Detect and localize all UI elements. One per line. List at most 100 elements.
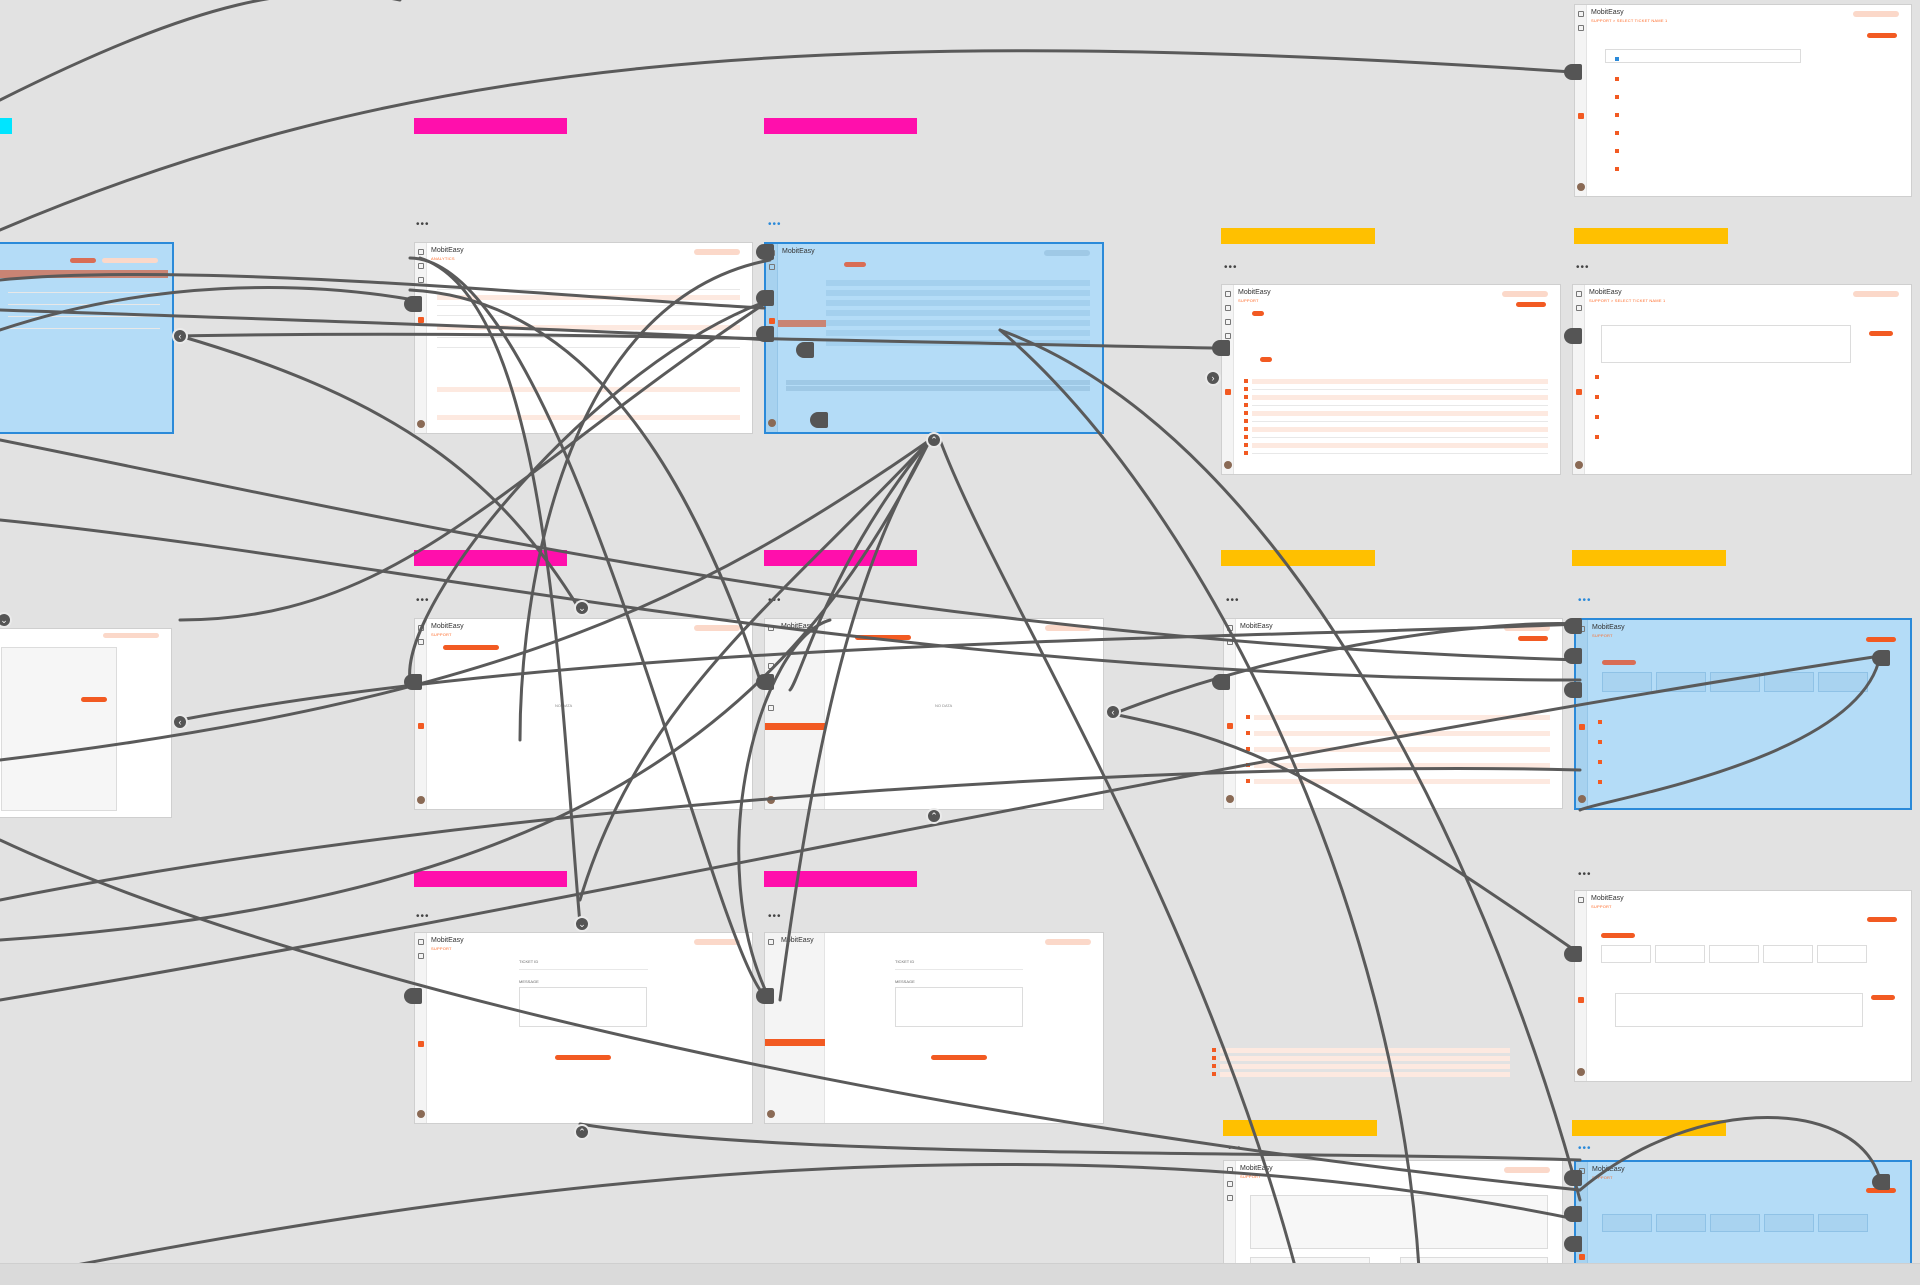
section-label-yellow-1[interactable]	[1221, 228, 1375, 244]
chevron-up-icon[interactable]: ⌃	[926, 808, 942, 824]
artboard-options-icon[interactable]: •••	[1578, 595, 1592, 606]
support-icon[interactable]	[1225, 389, 1231, 395]
artboard-ticket-messages[interactable]: MobitEasy SUPPORT > SELECT TICKET NAME 1	[1574, 4, 1912, 197]
connection-pin[interactable]	[1872, 650, 1890, 666]
connection-pin[interactable]	[756, 674, 774, 690]
avatar[interactable]	[1575, 461, 1583, 469]
chevron-left-icon[interactable]: ‹	[1105, 704, 1121, 720]
connection-pin[interactable]	[404, 988, 422, 1004]
artboard-analytics[interactable]: MobitEasy ANALYTICS	[414, 242, 753, 434]
row-checkbox[interactable]	[1244, 451, 1248, 455]
search-input[interactable]	[1045, 625, 1091, 631]
row-checkbox[interactable]	[1246, 715, 1250, 719]
avatar[interactable]	[1577, 183, 1585, 191]
connection-pin[interactable]	[1212, 340, 1230, 356]
devices-icon[interactable]	[418, 277, 424, 283]
avatar[interactable]	[417, 420, 425, 428]
message-textarea[interactable]	[895, 987, 1023, 1027]
row-checkbox[interactable]	[1212, 1072, 1216, 1076]
support-nav-active[interactable]	[765, 1039, 825, 1046]
devices-icon[interactable]	[1225, 319, 1231, 325]
new-request-button[interactable]	[1866, 637, 1896, 642]
support-icon[interactable]	[1227, 723, 1233, 729]
send-button[interactable]	[931, 1055, 987, 1060]
menu-icon[interactable]	[1578, 897, 1584, 903]
menu-icon[interactable]	[1227, 625, 1233, 631]
avatar[interactable]	[417, 796, 425, 804]
avatar[interactable]	[417, 1110, 425, 1118]
artboard-support-empty-menu[interactable]: MobitEasy NO DATA	[764, 618, 1104, 810]
artboard-create-ticket-menu[interactable]: MobitEasy TICKET ID MESSAGE	[764, 932, 1104, 1124]
menu-icon[interactable]	[768, 939, 774, 945]
connection-pin[interactable]	[1872, 1174, 1890, 1190]
row-checkbox[interactable]	[1244, 419, 1248, 423]
search-input[interactable]	[1045, 939, 1091, 945]
reply-textarea[interactable]	[1615, 993, 1863, 1027]
support-icon[interactable]	[769, 318, 775, 324]
connection-pin[interactable]	[1564, 1206, 1582, 1222]
chevron-left-icon[interactable]: ‹	[172, 328, 188, 344]
row-checkbox[interactable]	[1244, 443, 1248, 447]
search-input[interactable]	[1853, 291, 1899, 297]
message-textarea[interactable]	[519, 987, 647, 1027]
connection-pin[interactable]	[756, 244, 774, 260]
row-checkbox[interactable]	[1244, 403, 1248, 407]
chevron-left-icon[interactable]: ‹	[172, 714, 188, 730]
connection-pin[interactable]	[1564, 1236, 1582, 1252]
chevron-up-icon[interactable]: ⌃	[926, 432, 942, 448]
row-checkbox[interactable]	[1246, 747, 1250, 751]
support-icon[interactable]	[418, 723, 424, 729]
connection-pin[interactable]	[1564, 682, 1582, 698]
support-icon[interactable]	[418, 317, 424, 323]
row-checkbox[interactable]	[1246, 779, 1250, 783]
connection-pin[interactable]	[404, 296, 422, 312]
connection-pin[interactable]	[1564, 328, 1582, 344]
artboard-options-icon[interactable]: •••	[1228, 1143, 1242, 1154]
send-button[interactable]	[1871, 995, 1895, 1000]
avatar[interactable]	[1577, 1068, 1585, 1076]
support-icon[interactable]	[1578, 113, 1584, 119]
connection-pin[interactable]	[1564, 1170, 1582, 1186]
artboard-support-list[interactable]: MobitEasy SUPPORT	[1221, 284, 1561, 475]
section-label-yellow-5[interactable]	[1223, 1120, 1377, 1136]
artboard-support-list-2[interactable]: MobitEasy SUPPORT	[1223, 618, 1563, 809]
row-checkbox[interactable]	[1246, 763, 1250, 767]
artboard-analytics-selected[interactable]: MobitEasy	[764, 242, 1104, 434]
row-checkbox[interactable]	[1212, 1056, 1216, 1060]
search-input[interactable]	[1502, 291, 1548, 297]
search-input[interactable]	[1853, 11, 1899, 17]
section-label-yellow-4[interactable]	[1572, 550, 1726, 566]
dashboard-icon[interactable]	[418, 263, 424, 269]
support-icon[interactable]	[1578, 997, 1584, 1003]
section-label-yellow-3[interactable]	[1221, 550, 1375, 566]
row-checkbox[interactable]	[1244, 395, 1248, 399]
artboard-options-icon[interactable]: •••	[416, 595, 430, 606]
connection-pin[interactable]	[404, 674, 422, 690]
chevron-up-icon[interactable]: ⌃	[574, 1124, 590, 1140]
row-checkbox[interactable]	[1246, 731, 1250, 735]
search-input[interactable]	[1044, 250, 1090, 256]
section-label-magenta-6[interactable]	[764, 871, 917, 887]
support-icon[interactable]	[418, 1041, 424, 1047]
menu-icon[interactable]	[1227, 1167, 1233, 1173]
avatar[interactable]	[768, 419, 776, 427]
chevron-down-icon[interactable]: ⌄	[574, 916, 590, 932]
support-icon[interactable]	[1579, 1254, 1585, 1260]
new-request-button[interactable]	[1867, 917, 1897, 922]
connection-pin[interactable]	[796, 342, 814, 358]
artboard-options-icon[interactable]: •••	[416, 911, 430, 922]
row-checkbox[interactable]	[1244, 411, 1248, 415]
row-checkbox[interactable]	[1244, 387, 1248, 391]
menu-icon[interactable]	[418, 939, 424, 945]
create-ticket-button[interactable]	[855, 635, 911, 640]
artboard-left-form[interactable]	[0, 628, 172, 818]
table-fragment[interactable]	[1212, 1046, 1510, 1080]
artboard-ticket-detail[interactable]: MobitEasy SUPPORT > SELECT TICKET NAME 1	[1572, 284, 1912, 475]
reports-icon[interactable]	[768, 705, 774, 711]
artboard-options-icon[interactable]: •••	[1578, 1143, 1592, 1154]
chevron-down-icon[interactable]: ⌄	[0, 612, 12, 628]
artboard-options-icon[interactable]: •••	[1578, 869, 1592, 880]
connection-pin[interactable]	[756, 988, 774, 1004]
search-input[interactable]	[694, 249, 740, 255]
